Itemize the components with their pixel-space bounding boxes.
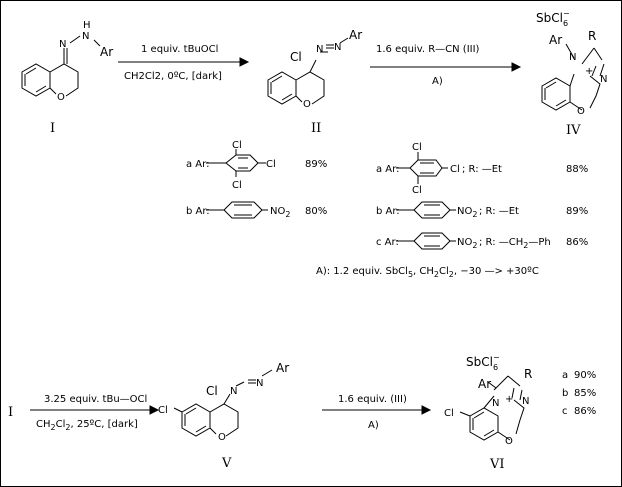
- compound-V-label: V: [221, 456, 232, 471]
- IV-o-atom: O: [577, 106, 585, 117]
- II-ar-group: Ar: [349, 28, 362, 42]
- V-o-atom: O: [218, 432, 226, 443]
- left-row-a-cl-top: Cl: [232, 140, 242, 151]
- VI-plus-charge: +: [505, 394, 513, 405]
- V-n2-atom: N: [256, 378, 263, 389]
- VI-n2-atom: N: [522, 396, 529, 407]
- right-row-b-yield: 89%: [566, 206, 588, 217]
- V-cl-ring: Cl: [158, 405, 168, 416]
- right-row-a-key: a Ar:: [376, 164, 399, 175]
- arrow-3-reagent: 3.25 equiv. tBu—OCl: [44, 394, 147, 405]
- compound-I-label: I: [50, 121, 55, 136]
- IV-counterion: SbCl6−: [536, 9, 570, 28]
- compound-I-structure: [21, 35, 101, 97]
- right-row-a-r: ; R: —Et: [462, 164, 502, 175]
- VI-yield-b-value: 85%: [574, 388, 596, 399]
- VI-o-atom: O: [505, 436, 513, 447]
- V-n1-atom: N: [230, 386, 237, 397]
- left-row-a-yield: 89%: [305, 159, 327, 170]
- I-o-atom: O: [57, 92, 65, 103]
- IV-ar-group: Ar: [549, 33, 562, 47]
- VI-cl-ring: Cl: [444, 408, 454, 419]
- I-ar-group: Ar: [100, 45, 113, 59]
- VI-counterion: SbCl6−: [466, 353, 500, 372]
- left-row-b-aryl: [206, 201, 268, 219]
- compound-VI-structure: [459, 375, 525, 441]
- arrow-1-conditions: CH2Cl2, 0ºC, [dark]: [124, 71, 222, 82]
- right-row-c-nitro: NO2: [457, 237, 477, 250]
- compound-IV-label: IV: [566, 123, 581, 138]
- right-row-c-yield: 86%: [566, 237, 588, 248]
- right-row-c-r: ; R: —CH2—Ph: [479, 237, 551, 250]
- VI-ar-group: Ar: [478, 377, 491, 391]
- I-nh-atom: N: [82, 31, 89, 42]
- right-row-b-nitro: NO2: [457, 206, 477, 219]
- VI-yield-a-value: 90%: [574, 370, 596, 381]
- right-row-c-key: c Ar:: [376, 237, 399, 248]
- VI-yield-b-key: b: [562, 388, 568, 399]
- II-o-atom: O: [303, 99, 311, 110]
- right-row-b-r: ; R: —Et: [479, 206, 519, 217]
- left-row-a-aryl: [206, 149, 266, 177]
- right-row-a-cl-bottom: Cl: [412, 185, 422, 196]
- VI-yield-a-key: a: [562, 370, 568, 381]
- VI-r-group: R: [524, 367, 532, 381]
- arrow-1-reagent: 1 equiv. tBuOCl: [141, 44, 218, 55]
- VI-yield-c-value: 86%: [574, 406, 596, 417]
- compound-V-structure: [173, 369, 273, 437]
- I-h-atom: H: [83, 20, 91, 31]
- compound-IV-structure: [541, 43, 605, 111]
- V-cl-atom: Cl: [206, 384, 218, 398]
- compound-II-label: II: [311, 121, 321, 136]
- right-row-a-aryl: [396, 152, 448, 184]
- VI-yield-c-key: c: [562, 406, 568, 417]
- right-row-a-cl-top: Cl: [412, 142, 422, 153]
- VI-n1-atom: N: [492, 398, 499, 409]
- IV-n1-atom: N: [569, 52, 576, 63]
- right-row-b-key: b Ar:: [376, 206, 400, 217]
- II-n2-atom: N: [334, 42, 341, 53]
- I-n-atom: N: [59, 39, 66, 50]
- arrow-3-conditions: CH2Cl2, 25ºC, [dark]: [36, 419, 138, 432]
- IV-r-group: R: [588, 29, 596, 43]
- conditions-note: A): 1.2 equiv. SbCl5, CH2Cl2, −30 —> +30…: [316, 266, 539, 279]
- II-cl-atom: Cl: [290, 50, 302, 64]
- left-row-a-cl-right: Cl: [266, 159, 276, 170]
- IV-plus-charge: +: [585, 66, 593, 77]
- left-row-a-key: a Ar:: [186, 159, 209, 170]
- arrow-4-conditions: A): [368, 420, 379, 431]
- V-ar-group: Ar: [276, 361, 289, 375]
- left-row-b-yield: 80%: [305, 206, 327, 217]
- arrow-4-reagent: 1.6 equiv. (III): [338, 394, 407, 405]
- scheme2-start-label: I: [8, 405, 13, 420]
- right-row-b-aryl: [396, 201, 456, 219]
- left-row-b-nitro: NO2: [270, 206, 290, 219]
- IV-n2-atom: N: [600, 74, 607, 85]
- left-row-a-cl-bottom: Cl: [232, 180, 242, 191]
- compound-II-structure: [267, 37, 349, 105]
- right-row-c-aryl: [396, 232, 456, 250]
- compound-VI-label: VI: [489, 457, 505, 472]
- right-row-a-yield: 88%: [566, 164, 588, 175]
- II-n1-atom: N: [316, 44, 323, 55]
- right-row-a-cl-right: Cl: [450, 164, 460, 175]
- arrow-2-conditions: A): [432, 76, 443, 87]
- left-row-b-key: b Ar:: [186, 206, 210, 217]
- arrow-2-reagent: 1.6 equiv. R—CN (III): [376, 44, 480, 55]
